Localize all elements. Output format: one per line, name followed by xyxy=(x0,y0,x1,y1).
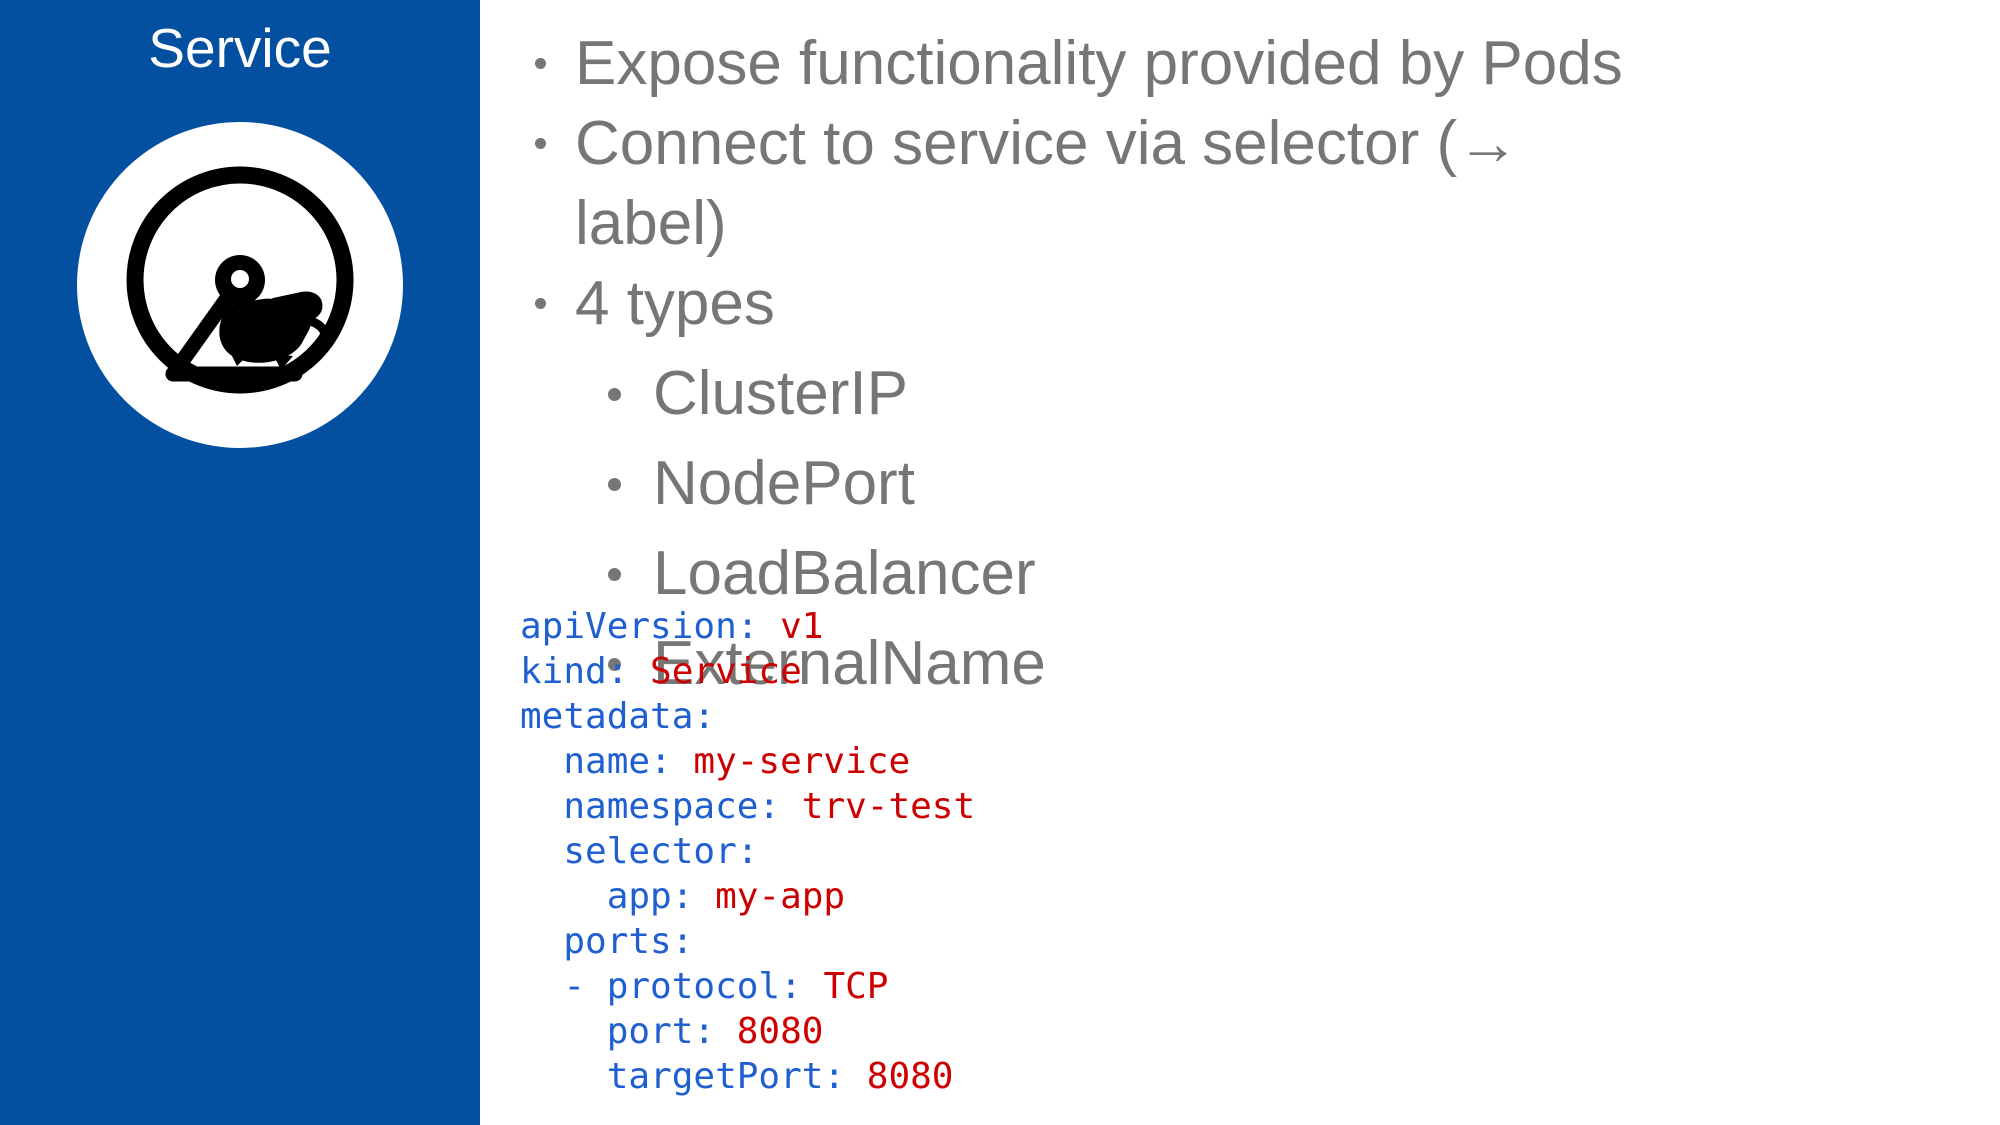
yaml-line: - protocol: TCP xyxy=(520,964,975,1009)
bullet-text: LoadBalancer xyxy=(653,539,1036,608)
list-spacer xyxy=(513,524,1983,534)
content-panel: Expose functionality provided by Pods Co… xyxy=(480,0,2000,1125)
bullet-nodeport: NodePort xyxy=(513,444,1983,524)
yaml-value: my-service xyxy=(671,741,911,782)
yaml-line: selector: xyxy=(520,829,975,874)
bullet-4-types: 4 types xyxy=(513,264,1983,344)
yaml-key: port: xyxy=(520,1011,716,1052)
bullet-dot-icon xyxy=(608,478,621,491)
bullet-text: ExternalName xyxy=(653,629,1046,698)
yaml-value: TCP xyxy=(801,966,889,1007)
bullet-loadbalancer: LoadBalancer xyxy=(513,534,1983,614)
yaml-key: apiVersion: xyxy=(520,606,759,647)
yaml-key: - protocol: xyxy=(520,966,802,1007)
bullet-connect-selector-wrap: label) xyxy=(513,184,1983,264)
yaml-value: 8080 xyxy=(715,1011,824,1052)
bullet-externalname: ExternalName xyxy=(513,624,1983,704)
yaml-key: ports: xyxy=(520,921,694,962)
yaml-key: metadata: xyxy=(520,696,716,737)
bullet-text: Connect to service via selector (→ xyxy=(575,109,1520,178)
bullet-text: ClusterIP xyxy=(653,359,908,428)
yaml-key: targetPort: xyxy=(520,1056,846,1097)
bullet-text: NodePort xyxy=(653,449,915,518)
yaml-line: apiVersion: v1 xyxy=(520,604,975,649)
hamster-wheel-icon xyxy=(77,122,403,448)
yaml-value: my-app xyxy=(693,876,846,917)
sidebar-panel: Service xyxy=(0,0,480,1125)
list-spacer xyxy=(513,434,1983,444)
bullet-connect-selector: Connect to service via selector (→ xyxy=(513,104,1983,184)
yaml-value: v1 xyxy=(758,606,824,647)
list-spacer xyxy=(513,344,1983,354)
bullet-clusterip: ClusterIP xyxy=(513,354,1983,434)
yaml-line: kind: Service xyxy=(520,649,975,694)
yaml-line: app: my-app xyxy=(520,874,975,919)
yaml-value: 8080 xyxy=(845,1056,954,1097)
yaml-line: port: 8080 xyxy=(520,1009,975,1054)
yaml-value: Service xyxy=(628,651,802,692)
bullet-dot-icon xyxy=(535,298,546,309)
yaml-key: kind: xyxy=(520,651,629,692)
yaml-key: app: xyxy=(520,876,694,917)
bullet-dot-icon xyxy=(535,58,546,69)
bullet-expose-functionality: Expose functionality provided by Pods xyxy=(513,24,1983,104)
yaml-value: trv-test xyxy=(780,786,976,827)
yaml-line: name: my-service xyxy=(520,739,975,784)
yaml-line: ports: xyxy=(520,919,975,964)
bullet-text: 4 types xyxy=(575,269,775,338)
bullet-dot-icon xyxy=(608,388,621,401)
bullet-text: Expose functionality provided by Pods xyxy=(575,29,1623,98)
page-title: Service xyxy=(148,17,332,79)
bullet-dot-icon xyxy=(608,568,621,581)
bullet-dot-icon xyxy=(608,658,621,671)
bullet-list: Expose functionality provided by Pods Co… xyxy=(513,24,1983,704)
bullet-dot-icon xyxy=(535,138,546,149)
yaml-key: selector: xyxy=(520,831,759,872)
yaml-line: namespace: trv-test xyxy=(520,784,975,829)
bullet-text-continuation: label) xyxy=(575,189,727,258)
yaml-key: namespace: xyxy=(520,786,781,827)
yaml-line: metadata: xyxy=(520,694,975,739)
yaml-line: targetPort: 8080 xyxy=(520,1054,975,1099)
yaml-key: name: xyxy=(520,741,672,782)
